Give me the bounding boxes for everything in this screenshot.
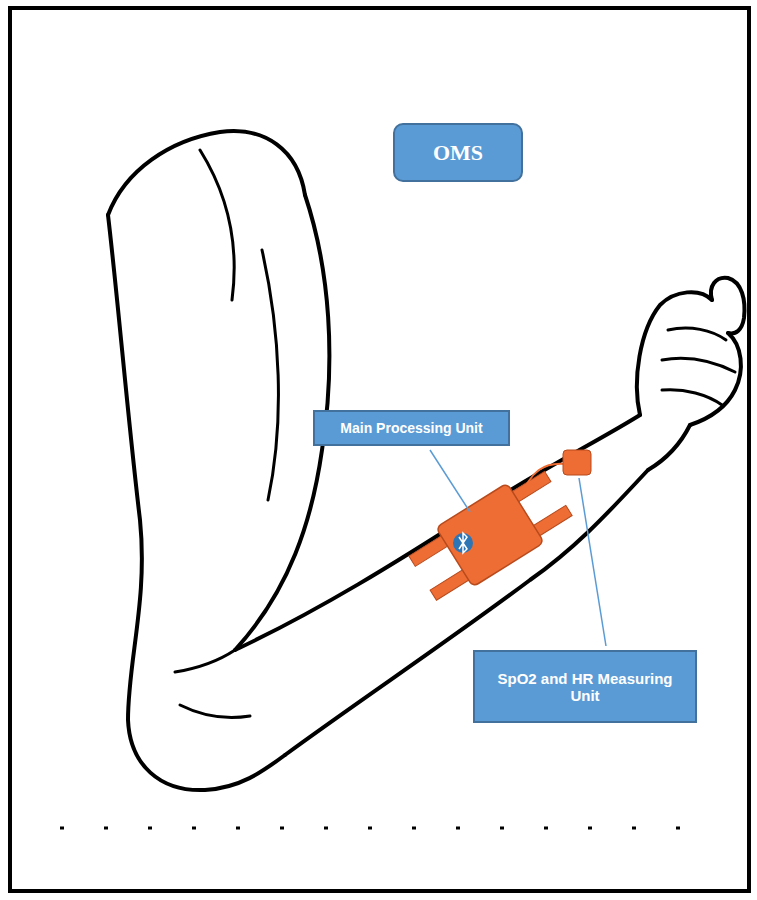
frame [10,8,749,891]
label-box: Main Processing Unit [313,410,510,446]
thumb-line [711,278,745,334]
elbow-line [180,705,250,717]
main-unit [436,483,544,587]
muscle-line [262,250,278,500]
elbow-crease [175,650,235,672]
finger-line [662,358,735,372]
forearm-top [235,415,640,650]
sensor-unit [563,450,591,475]
knuckle-line [690,333,741,425]
deltoid-line [200,150,234,300]
shoulder-line [108,131,305,215]
wrist-line [648,425,690,470]
leader-line [579,478,606,646]
title-box: OMS [393,123,523,182]
bluetooth-icon [453,533,473,553]
bluetooth-symbol [459,533,467,553]
arm-outline [108,131,744,790]
sensor-wire [520,464,566,500]
box-label: OMS [433,140,483,166]
box-label: Main Processing Unit [340,420,482,436]
finger-line [662,390,722,405]
leader-line [430,450,470,512]
back-arm-line [108,215,285,790]
bottom-marks [60,827,720,830]
fist-line [637,292,712,415]
label-box: SpO2 and HR Measuring Unit [473,650,697,723]
finger-line [668,328,726,340]
device [404,450,591,607]
box-label: SpO2 and HR Measuring Unit [483,670,687,704]
